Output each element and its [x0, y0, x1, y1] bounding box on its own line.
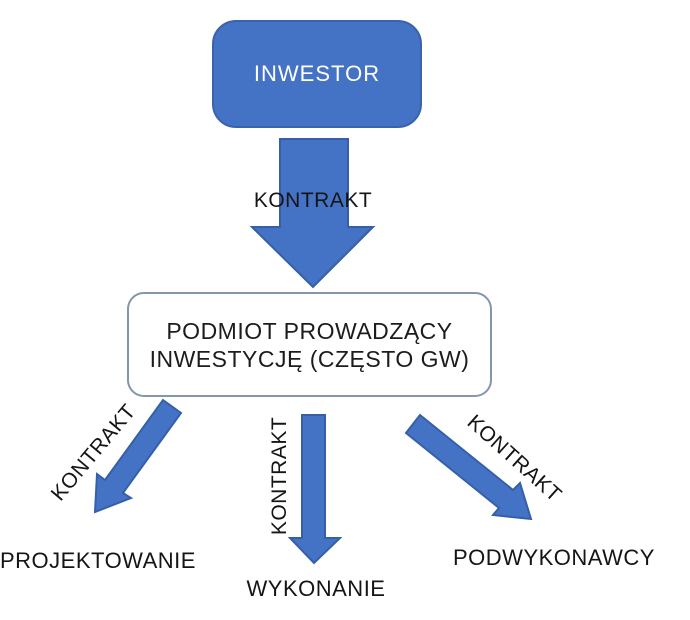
contract-label-middle: KONTRAKT — [268, 416, 291, 536]
arrow-hub-to-projektowanie-icon — [93, 398, 183, 514]
hub-node-label-line-1: PODMIOT PROWADZĄCY — [166, 317, 453, 344]
outcome-label-podwykonawcy: PODWYKONAWCY — [453, 545, 655, 570]
contract-label-top: KONTRAKT — [253, 189, 373, 212]
arrow-hub-to-podwykonawcy-icon — [404, 413, 533, 521]
hub-node: PODMIOT PROWADZĄCY INWESTYCJĘ (CZĘSTO GW… — [127, 292, 492, 397]
arrow-hub-to-wykonanie-icon — [287, 414, 343, 565]
outcome-label-wykonanie: WYKONANIE — [246, 576, 386, 601]
investor-node: INWESTOR — [212, 20, 422, 128]
arrow-investor-to-hub-icon — [249, 138, 376, 289]
outcome-label-projektowanie: PROJEKTOWANIE — [0, 548, 196, 573]
hub-node-label-line-2: INWESTYCJĘ (CZĘSTO GW) — [149, 345, 470, 372]
investor-node-label: INWESTOR — [253, 61, 381, 86]
hub-node-label: PODMIOT PROWADZĄCY INWESTYCJĘ (CZĘSTO GW… — [150, 317, 470, 373]
